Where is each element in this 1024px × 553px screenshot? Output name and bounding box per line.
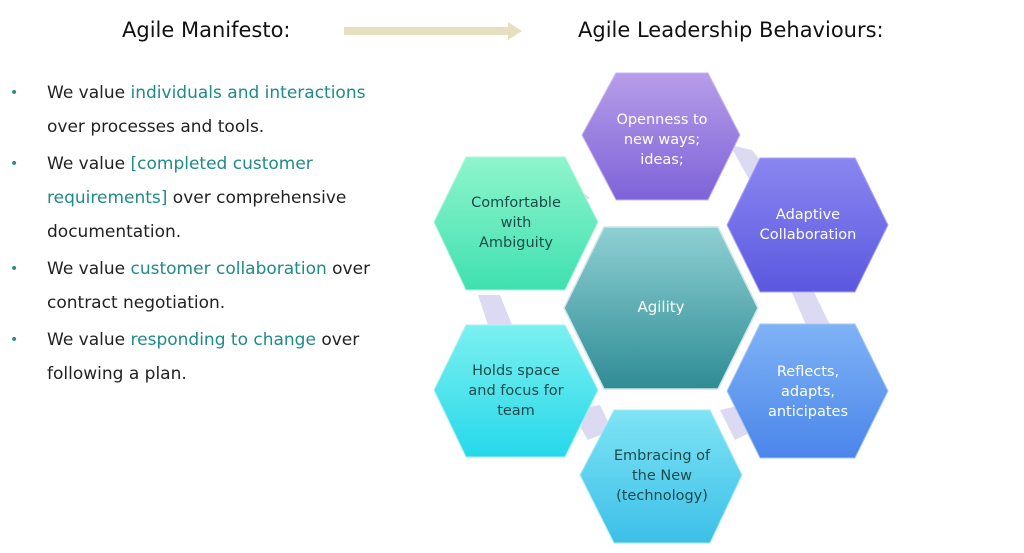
bullet-text: We value [47,259,131,279]
bullet-text: We value [47,83,131,103]
bullet-text: We value [47,330,131,350]
bullet-icon: • [10,261,19,277]
hex-holds-space [433,324,599,458]
left-title: Agile Manifesto: [122,18,291,42]
bullet-text: We value [47,154,131,174]
manifesto-item: • We value responding to change over fol… [10,323,410,391]
bullet-icon: • [10,332,19,348]
manifesto-item: • We value individuals and interactions o… [10,76,410,144]
hex-label: Adaptive Collaboration [759,207,857,243]
bullet-highlight: responding to change [130,330,316,350]
manifesto-item: • We value customer collaboration over c… [10,252,410,320]
manifesto-list: • We value individuals and interactions o… [10,76,410,394]
bullet-highlight: individuals and interactions [130,83,366,103]
hex-label: Embracing of the New (technology) [613,448,711,504]
bullet-text: over contract negotiation. [47,259,371,313]
hex-comfortable [433,156,599,291]
bullet-text: over following a plan. [47,330,360,384]
hex-agility [563,226,759,390]
hex-label: Openness to new ways; ideas; [616,112,708,168]
hex-adaptive-collaboration [726,157,889,293]
bullet-highlight: customer collaboration [130,259,327,279]
right-title: Agile Leadership Behaviours: [578,18,884,42]
bullet-icon: • [10,85,19,101]
bullet-highlight: [completed customer requirements] [47,154,313,208]
hex-embracing [579,409,743,544]
bullet-text: over comprehensive documentation. [47,188,347,242]
hex-label: Reflects, adapts, anticipates [767,364,849,420]
manifesto-item: • We value [completed customer requireme… [10,147,410,249]
right-arrow-icon [344,22,522,40]
hex-label: Comfortable with Ambiguity [471,195,561,251]
bullet-text: over processes and tools. [47,117,265,137]
hex-openness [581,72,741,201]
hex-reflects [726,323,889,459]
hex-label: Holds space and focus for team [468,363,564,419]
center-label: Agility [637,298,685,316]
bullet-icon: • [10,156,19,172]
